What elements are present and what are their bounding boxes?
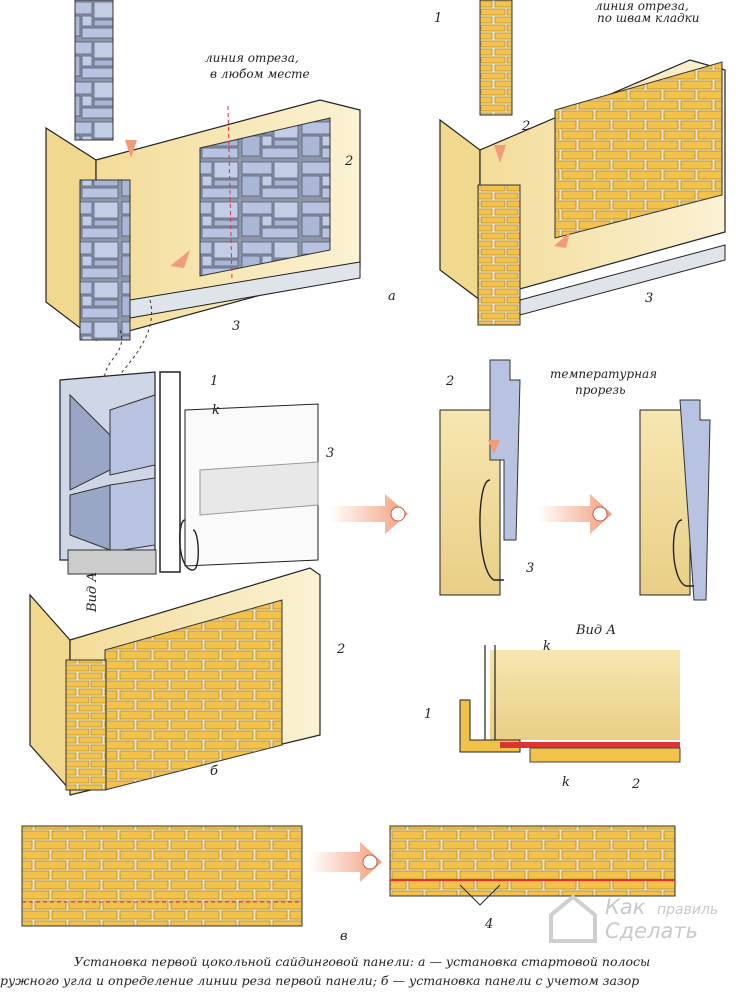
label-n2-right: 2 (522, 119, 531, 134)
label-slot: прорезь (575, 383, 626, 397)
label-view-a-side: Вид А (85, 571, 100, 612)
figure-v-left (21, 825, 303, 927)
watermark-line1: Как (605, 895, 646, 919)
arrow-3 (310, 842, 382, 882)
label-thermal: температурная (550, 367, 658, 381)
arrow-2 (538, 494, 612, 534)
label-b: б (210, 764, 218, 779)
figure-thermal-right (639, 399, 711, 601)
caption-line1: Установка первой цокольной сайдинговой п… (74, 954, 651, 969)
label-n1-view: 1 (424, 707, 433, 722)
figure-v-right (389, 825, 676, 906)
label-cut-anywhere: в любом месте (210, 67, 310, 81)
figure-a-right (439, 0, 726, 326)
view-a-section (459, 645, 681, 763)
label-along-joints: по швам кладки (597, 11, 700, 25)
label-n3-mid: 3 (326, 446, 335, 461)
label-k-view-bottom: k (562, 775, 570, 790)
label-v: в (340, 929, 348, 944)
house-logo-icon (549, 894, 597, 943)
label-n1-right: 1 (434, 11, 443, 26)
label-a: а (388, 289, 396, 304)
label-n1-mid: 1 (210, 374, 219, 389)
label-cut-line: линия отреза, (205, 51, 299, 65)
watermark-line3: правиль (657, 902, 719, 918)
caption-line2: ружного угла и определение линии реза пе… (0, 973, 640, 988)
label-cut-line-right: линия отреза, (595, 0, 689, 13)
figure-thermal-left (439, 359, 521, 596)
figure-a-left (45, 0, 361, 401)
label-n3-a: 3 (232, 319, 241, 334)
label-n3-right: 3 (645, 291, 654, 306)
figure-corner-detail (59, 371, 319, 575)
arrow-1 (330, 494, 408, 534)
label-k-view-top: k (543, 639, 551, 654)
label-n2-view: 2 (632, 777, 641, 792)
watermark-line2: Сделать (605, 919, 699, 943)
figure-b (29, 567, 321, 796)
label-n2-thermal: 2 (446, 374, 455, 389)
label-n2-a: 2 (345, 154, 354, 169)
label-n3-thermal: 3 (526, 561, 535, 576)
caption: Установка первой цокольной сайдинговой п… (0, 952, 751, 990)
watermark: Как правиль Сделать (547, 893, 747, 953)
label-k-mid: k (212, 403, 220, 418)
label-n4: 4 (485, 917, 494, 932)
label-view-a: Вид А (576, 623, 617, 638)
label-n2-b: 2 (337, 642, 346, 657)
